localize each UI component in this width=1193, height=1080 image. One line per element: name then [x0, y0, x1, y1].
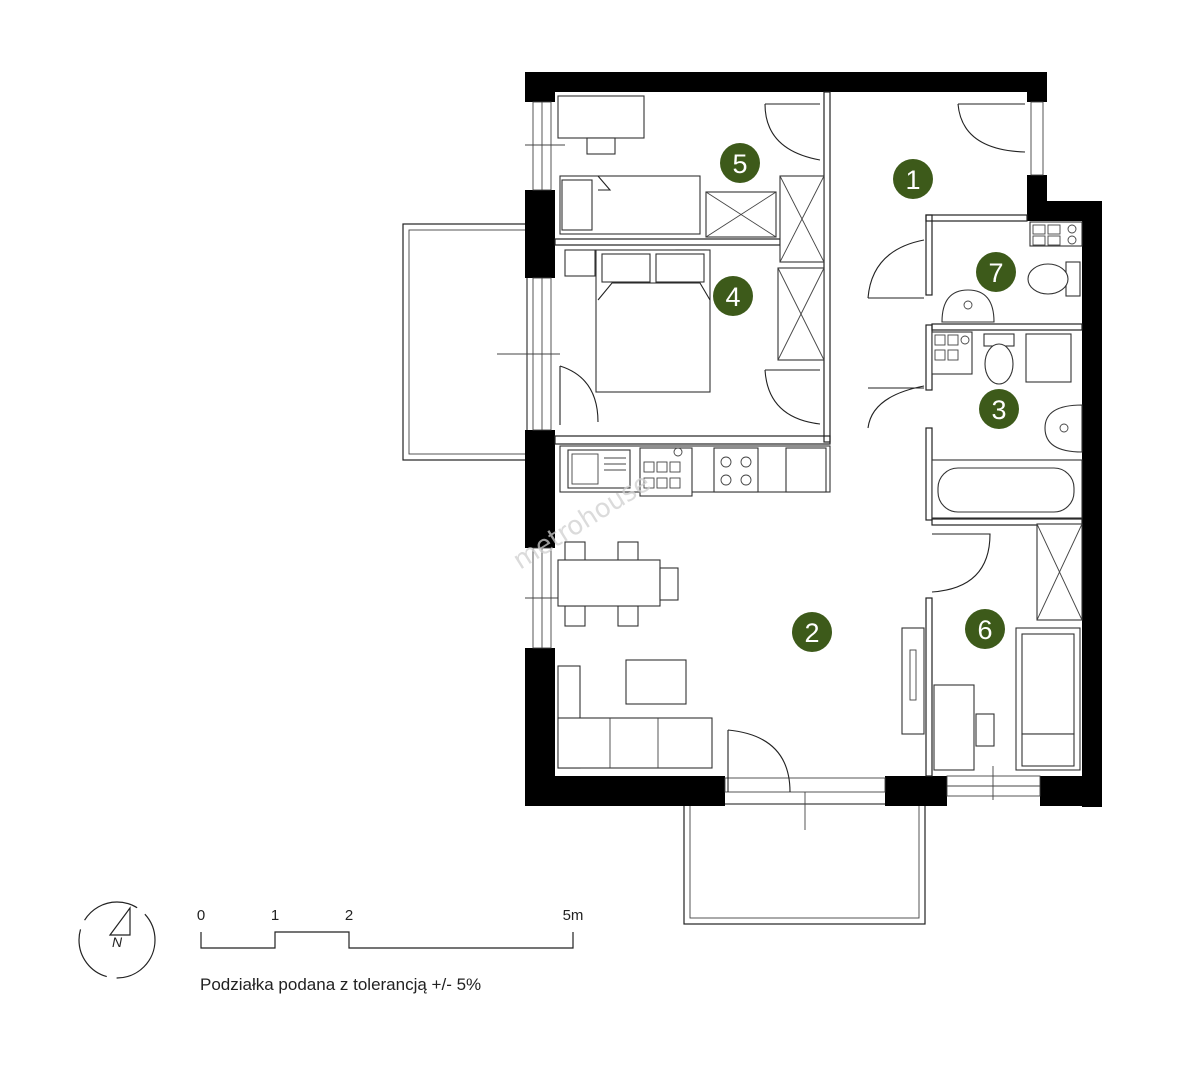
room-number-7: 7 [988, 258, 1003, 288]
windows [497, 101, 1044, 830]
scale-tolerance-note: Podziałka podana z tolerancją +/- 5% [200, 975, 482, 994]
room-4-furniture [559, 249, 825, 425]
room-badge-5: 5 [720, 143, 760, 183]
balcony-south [683, 803, 926, 925]
room-badge-3: 3 [979, 389, 1019, 429]
room-badge-4: 4 [713, 276, 753, 316]
scale-tick-2: 2 [345, 907, 353, 924]
room-3-fixtures [931, 331, 1083, 519]
exterior-walls [525, 72, 1102, 807]
scale-tick-1: 1 [271, 907, 279, 924]
room-5-furniture [557, 95, 825, 263]
room-badge-1: 1 [893, 159, 933, 199]
scale-tick-0: 0 [197, 907, 205, 924]
room-badge-6: 6 [965, 609, 1005, 649]
room-badge-2: 2 [792, 612, 832, 652]
room-number-6: 6 [977, 615, 992, 645]
room-number-3: 3 [991, 395, 1006, 425]
room-number-1: 1 [905, 165, 920, 195]
hallway-doors [867, 103, 1026, 429]
compass: N [78, 901, 156, 979]
scale-tick-5m: 5m [563, 907, 584, 924]
room-number-4: 4 [725, 282, 740, 312]
room-number-5: 5 [732, 149, 747, 179]
room-6-furniture [931, 523, 1083, 771]
kitchen-living-furniture [557, 445, 925, 793]
room-number-2: 2 [804, 618, 819, 648]
room-badge-7: 7 [976, 252, 1016, 292]
balcony-west [402, 223, 528, 461]
room-7-fixtures [941, 221, 1083, 323]
compass-north-label: N [112, 934, 123, 950]
scale-bar: 0 1 2 5m [197, 907, 584, 949]
